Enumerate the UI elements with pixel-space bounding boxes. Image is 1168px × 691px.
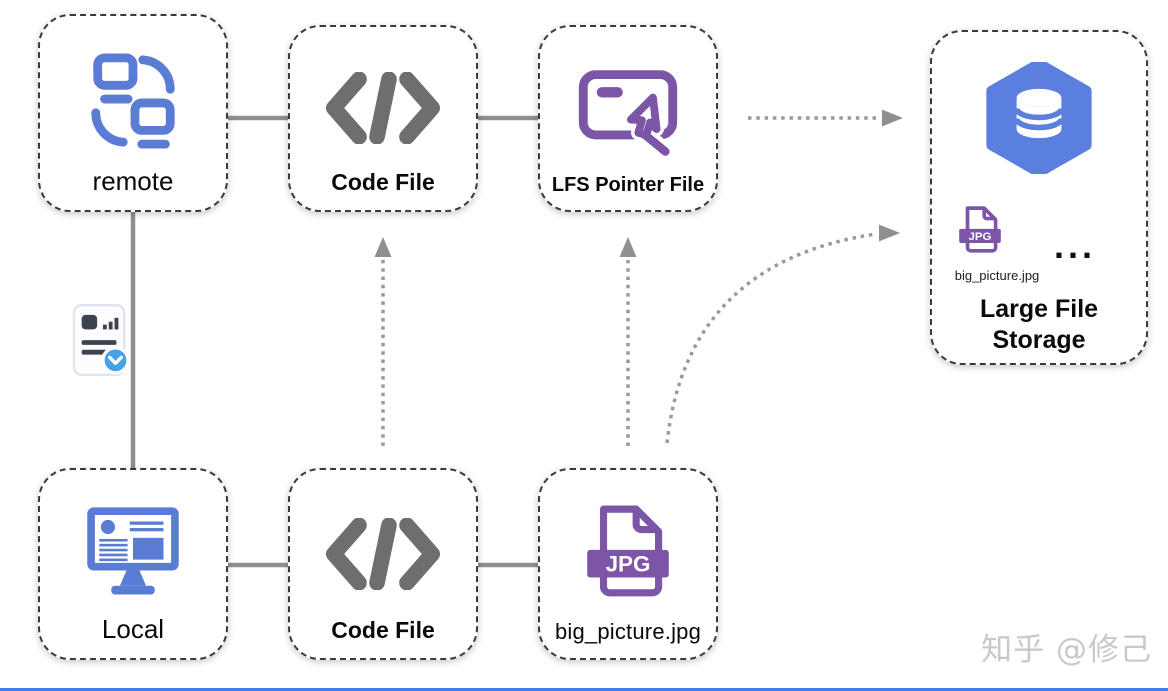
document-verified-icon bbox=[72, 303, 130, 386]
bottom-accent-bar bbox=[0, 688, 1168, 691]
network-sync-icon bbox=[84, 36, 182, 166]
jpg-file-icon: JPG bbox=[954, 198, 1006, 269]
node-lfs-pointer-file: LFS Pointer File bbox=[538, 25, 718, 212]
jpg-badge-text: JPG bbox=[969, 231, 992, 243]
node-label: big_picture.jpg bbox=[554, 618, 702, 644]
node-local: Local bbox=[38, 468, 228, 660]
node-label: LFS Pointer File bbox=[551, 174, 705, 196]
node-label: Local bbox=[101, 613, 165, 644]
node-code-file-top: Code File bbox=[288, 25, 478, 212]
more-files-ellipsis: ... bbox=[1054, 225, 1097, 266]
node-large-file-storage: JPG ... big_picture.jpg Large File Stora… bbox=[930, 30, 1148, 365]
jpg-file-icon: JPG bbox=[577, 490, 679, 619]
node-label: Large File Storage bbox=[979, 295, 1099, 355]
node-remote: remote bbox=[38, 14, 228, 212]
node-label: remote bbox=[92, 165, 174, 196]
arrowhead-right-curve bbox=[879, 224, 900, 242]
node-label: Code File bbox=[331, 169, 435, 196]
database-hexagon-icon bbox=[983, 58, 1095, 179]
node-big-picture-jpg: JPG big_picture.jpg bbox=[538, 468, 718, 660]
dotted-curve-bigpicture-to-storage bbox=[665, 232, 877, 444]
zhihu-watermark: 知乎 @修己 bbox=[981, 632, 1152, 668]
stored-file-caption: big_picture.jpg bbox=[954, 268, 1040, 283]
code-brackets-icon bbox=[322, 490, 444, 617]
arrowhead-up-left bbox=[374, 237, 392, 257]
arrowhead-right-top bbox=[882, 109, 903, 127]
code-brackets-icon bbox=[322, 47, 444, 169]
node-code-file-bottom: Code File bbox=[288, 468, 478, 660]
node-label: Code File bbox=[331, 617, 435, 644]
arrowhead-up-right bbox=[619, 237, 637, 257]
jpg-badge-text: JPG bbox=[606, 552, 651, 577]
window-cursor-icon bbox=[569, 47, 687, 173]
desktop-monitor-icon bbox=[74, 490, 192, 614]
